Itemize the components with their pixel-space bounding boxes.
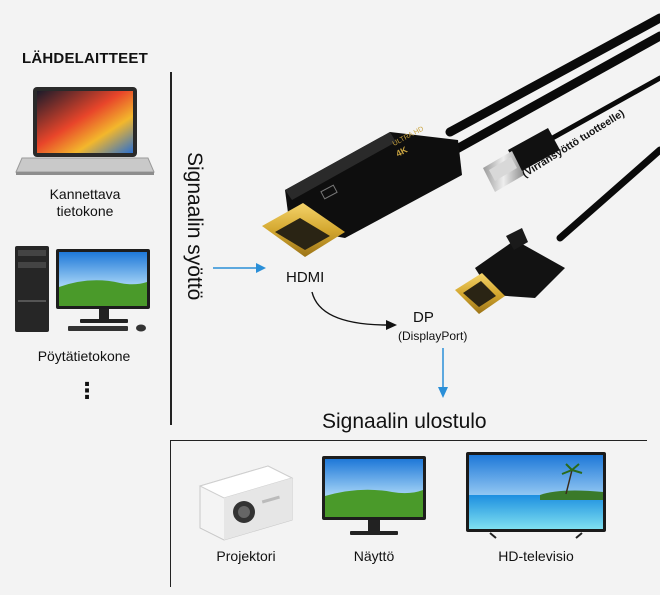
laptop-label-line1: Kannettava — [49, 186, 121, 202]
desktop-pc-icon — [15, 246, 150, 332]
dp-label: DP — [413, 309, 434, 326]
displayport-sublabel: (DisplayPort) — [398, 329, 468, 343]
monitor-icon — [322, 456, 426, 535]
usb-connector — [483, 128, 560, 192]
signal-input-label: Signaalin syöttö — [183, 152, 206, 301]
laptop-icon — [15, 87, 155, 175]
source-devices-title: LÄHDELAITTEET — [22, 50, 148, 67]
projector-label: Projektori — [216, 548, 276, 564]
output-arrow — [438, 348, 448, 398]
hdmi-to-dp-arrow — [311, 291, 397, 330]
output-frame — [170, 440, 647, 587]
tv-icon — [466, 452, 606, 539]
desktop-label: Pöytätietokone — [37, 348, 131, 364]
signal-output-title: Signaalin ulostulo — [322, 410, 487, 433]
hdmi-connector: ULTRA HD 4K — [262, 126, 462, 257]
projector-icon — [198, 465, 294, 541]
cable-lines — [445, 13, 660, 242]
tv-label: HD-televisio — [498, 548, 574, 564]
laptop-label: Kannettava tietokone — [22, 186, 148, 220]
more-devices-ellipsis: ⋮ — [76, 378, 98, 403]
monitor-label: Näyttö — [353, 548, 395, 564]
displayport-connector — [455, 228, 565, 314]
input-arrow — [213, 263, 266, 273]
housing-4k: 4K — [394, 144, 409, 158]
hdmi-label: HDMI — [286, 269, 325, 286]
laptop-label-line2: tietokone — [56, 203, 114, 219]
input-divider-line — [170, 72, 172, 425]
